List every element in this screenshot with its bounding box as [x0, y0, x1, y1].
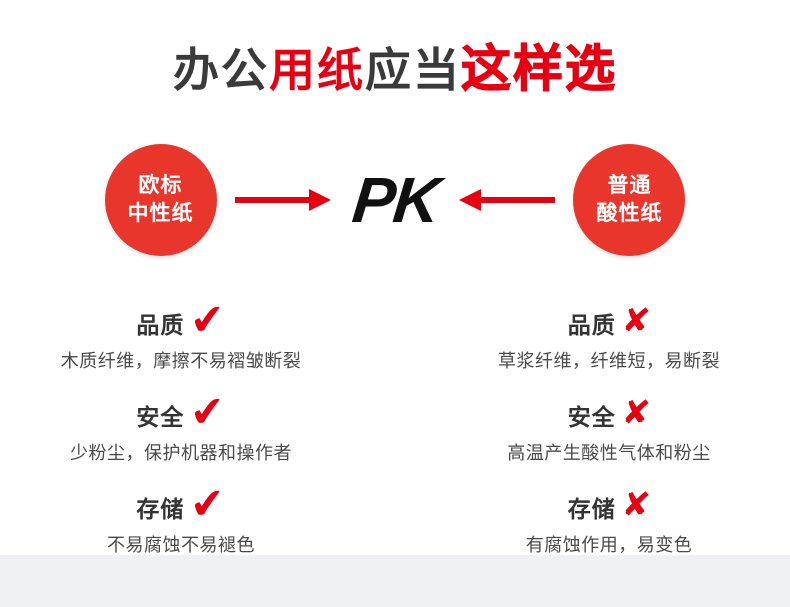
arrow-left-icon [459, 189, 556, 211]
right-circle-line1: 普通 [607, 173, 652, 197]
check-icon: ✔ [188, 478, 228, 528]
feature-row: 安全 ✘ 高温产生酸性气体和粉尘 [429, 393, 789, 465]
left-circle-line1: 欧标 [138, 173, 183, 197]
feature-desc: 草浆纤维，纤维短，易断裂 [498, 351, 720, 371]
cross-icon: ✘ [620, 393, 652, 433]
feature-desc: 不易腐蚀不易褪色 [107, 535, 255, 555]
title-part-1: 办公 [173, 44, 269, 96]
feature-label: 安全 [136, 404, 185, 430]
comparison-section: 品质 ✔ 木质纤维，摩擦不易褶皱断裂 安全 ✔ 少粉尘，保护机器和操作者 存储 … [0, 294, 790, 577]
title-part-2: 用纸 [269, 44, 365, 96]
feature-label: 存储 [136, 496, 185, 522]
title-part-3: 应当 [365, 44, 461, 96]
feature-label: 品质 [567, 312, 616, 338]
right-circle-line2: 酸性纸 [596, 202, 663, 225]
page-title: 办公用纸应当这样选 [0, 0, 790, 97]
feature-label: 品质 [136, 312, 185, 338]
right-column: 品质 ✘ 草浆纤维，纤维短，易断裂 安全 ✘ 高温产生酸性气体和粉尘 存储 ✘ … [429, 301, 789, 577]
feature-head: 存储 ✘ [429, 485, 789, 529]
check-icon: ✔ [188, 386, 228, 436]
left-circle-line2: 中性纸 [127, 202, 194, 225]
pk-label: PK [348, 164, 442, 236]
feature-label: 安全 [567, 404, 616, 430]
left-column: 品质 ✔ 木质纤维，摩擦不易褶皱断裂 安全 ✔ 少粉尘，保护机器和操作者 存储 … [1, 294, 361, 577]
feature-desc: 木质纤维，摩擦不易褶皱断裂 [60, 351, 302, 371]
footer-band [0, 555, 790, 607]
arrow-right-icon [234, 189, 331, 211]
feature-head: 安全 ✘ [429, 393, 789, 437]
right-category-circle: 普通 酸性纸 [573, 144, 686, 256]
cross-icon: ✘ [620, 485, 652, 525]
feature-head: 安全 ✔ [1, 386, 361, 437]
feature-desc: 少粉尘，保护机器和操作者 [70, 443, 292, 463]
feature-head: 存储 ✔ [1, 478, 361, 529]
feature-label: 存储 [567, 496, 616, 522]
left-category-circle: 欧标 中性纸 [104, 144, 217, 256]
feature-desc: 有腐蚀作用，易变色 [525, 535, 693, 555]
feature-head: 品质 ✘ [429, 301, 789, 345]
feature-desc: 高温产生酸性气体和粉尘 [507, 443, 711, 463]
check-icon: ✔ [188, 294, 228, 344]
feature-row: 安全 ✔ 少粉尘，保护机器和操作者 [1, 386, 361, 465]
feature-row: 存储 ✘ 有腐蚀作用，易变色 [429, 485, 789, 557]
cross-icon: ✘ [620, 301, 652, 341]
feature-head: 品质 ✔ [1, 294, 361, 345]
feature-row: 存储 ✔ 不易腐蚀不易褪色 [1, 478, 361, 557]
feature-row: 品质 ✘ 草浆纤维，纤维短，易断裂 [429, 301, 789, 373]
title-part-4: 这样选 [460, 41, 617, 97]
feature-row: 品质 ✔ 木质纤维，摩擦不易褶皱断裂 [1, 294, 361, 373]
pk-versus-row: 欧标 中性纸 PK 普通 酸性纸 [0, 125, 790, 275]
